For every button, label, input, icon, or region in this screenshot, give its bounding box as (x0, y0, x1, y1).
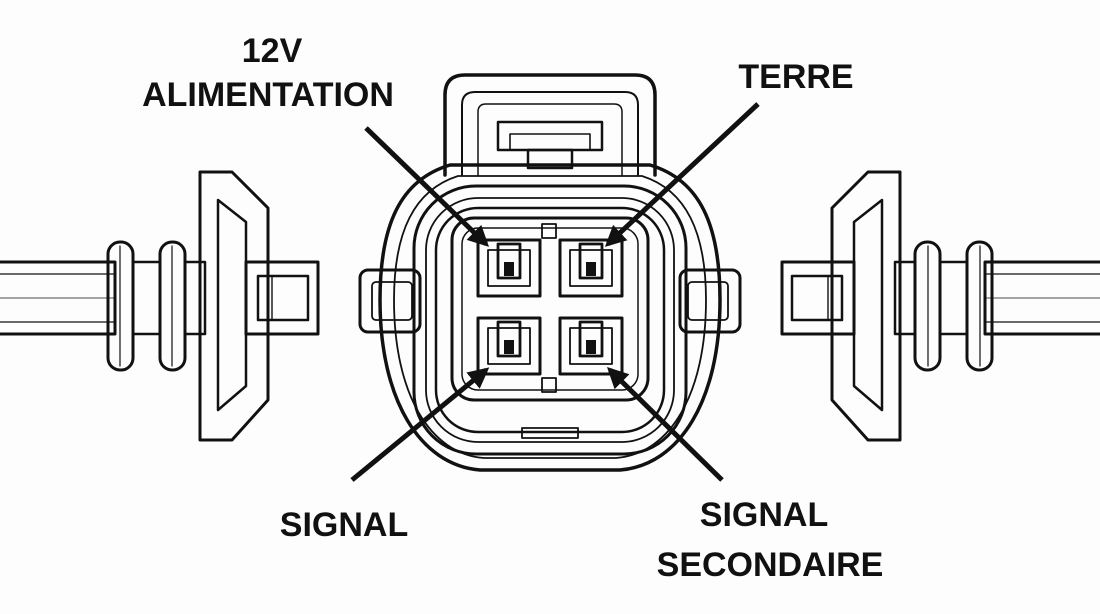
secondary-signal-label-line1: SIGNAL (700, 496, 828, 534)
top-latch (443, 73, 657, 177)
ground-label: TERRE (738, 58, 853, 96)
left-plug-flange (198, 170, 270, 442)
right-cable (983, 260, 1100, 336)
power-callout-arrow (364, 126, 490, 247)
secondary-signal-callout-arrow (607, 367, 724, 482)
power-label-line1: 12V (242, 32, 303, 70)
left-plug-nose (244, 260, 320, 336)
ground-callout-arrow (604, 102, 760, 247)
connector-housing (358, 73, 742, 472)
power-label-line2: ALIMENTATION (142, 76, 394, 114)
pin-cavity-top-right (558, 238, 624, 298)
secondary-signal-label-line2: SECONDAIRE (657, 546, 884, 584)
right-cable-seal-rings (893, 240, 994, 372)
signal-callout-arrow (350, 367, 490, 482)
right-plug-flange (830, 170, 902, 442)
pin-cavity-bottom-left (476, 316, 542, 376)
left-cable (0, 260, 117, 336)
right-plug-nose (780, 260, 856, 336)
signal-label: SIGNAL (280, 506, 408, 544)
power-label: 12V ALIMENTATION (142, 32, 394, 114)
left-cable-seal-rings (106, 240, 207, 372)
pin-cavity-bottom-right (558, 316, 624, 376)
pin-cavity-top-left (476, 238, 542, 298)
secondary-signal-label: SIGNAL SECONDAIRE (657, 496, 884, 584)
